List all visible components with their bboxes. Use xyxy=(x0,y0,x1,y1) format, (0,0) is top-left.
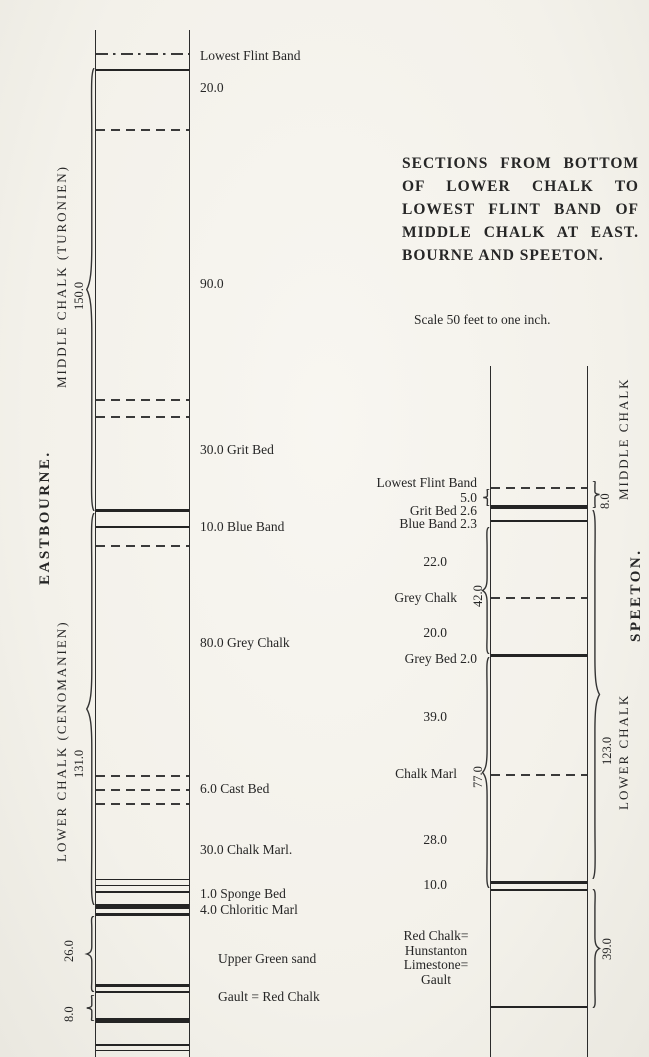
red-chalk-equivalence-line-3: Limestone= xyxy=(403,957,469,972)
blue-band-line-speeton xyxy=(491,520,587,522)
red-chalk-equivalence-line-2: Hunstanton xyxy=(404,942,468,958)
brace-grey-chalk-speeton xyxy=(480,527,490,654)
bed-boundary-line xyxy=(96,69,189,71)
brace-middle-chalk-speeton xyxy=(592,481,602,508)
gault-band-eastbourne xyxy=(96,1018,189,1023)
red-chalk-top-line-speeton xyxy=(491,889,587,891)
eastbourne-column-right-edge xyxy=(189,30,190,1057)
bed-label-grit-bed-speeton: Grit Bed 2.6 xyxy=(409,503,477,518)
red-chalk-base-line-speeton xyxy=(491,1006,587,1008)
bed-boundary-line xyxy=(96,1044,189,1046)
bed-label-22-speeton: 22.0 xyxy=(423,554,447,569)
bed-boundary-line xyxy=(491,597,587,599)
bed-label-blue-band-eastbourne: 10.0 Blue Band xyxy=(200,519,285,534)
sponge-bed-line-eastbourne xyxy=(96,879,189,880)
speeton-column-left-edge xyxy=(490,366,491,1057)
figure-title-line-5: BOURNE AND SPEETON. xyxy=(402,247,604,264)
bed-label-grit-bed-eastbourne: 30.0 Grit Bed xyxy=(200,442,274,457)
figure-title-line-3: LOWEST FLINT BAND OF xyxy=(402,201,639,218)
blue-band-line-eastbourne xyxy=(96,526,189,528)
bed-boundary-line xyxy=(96,991,189,993)
bed-label-chalk-marl-speeton: Chalk Marl xyxy=(395,766,457,781)
brace-greensand-eastbourne xyxy=(84,916,95,992)
figure-title: SECTIONS FROM BOTTOM OF LOWER CHALK TO L… xyxy=(402,152,639,267)
brace-lower-chalk-speeton xyxy=(592,510,602,879)
grey-bed-band-speeton xyxy=(491,654,587,657)
bed-boundary-line xyxy=(96,129,189,131)
chalk-base-line-speeton xyxy=(491,881,587,884)
bed-label-lowest-flint-eastbourne: Lowest Flint Band xyxy=(200,48,301,63)
location-label-speeton: SPEETON. xyxy=(628,548,644,643)
thickness-label-red-chalk-speeton: 39.0 xyxy=(600,938,614,960)
thickness-label-grey-chalk-speeton: 42.0 xyxy=(471,585,485,607)
thickness-label-chalk-marl-speeton: 77.0 xyxy=(471,766,485,788)
sponge-bed-line-eastbourne xyxy=(96,885,189,886)
thickness-label-gault-eastbourne: 8.0 xyxy=(62,1006,76,1022)
lowest-flint-band-line-speeton xyxy=(491,487,587,489)
bed-label-cast-bed-eastbourne: 6.0 Cast Bed xyxy=(200,781,270,796)
bed-label-20-speeton: 20.0 xyxy=(423,625,447,640)
thickness-label-middle-chalk-eastbourne: 150.0 xyxy=(72,281,86,310)
thickness-label-lower-chalk-speeton: 123.0 xyxy=(600,736,614,765)
figure-title-line-1: SECTIONS FROM BOTTOM xyxy=(402,155,639,172)
bed-boundary-line xyxy=(96,399,189,401)
bed-boundary-line xyxy=(96,1050,189,1051)
red-chalk-equivalence-line-1: Red Chalk= xyxy=(403,928,469,943)
bed-label-90-eastbourne: 90.0 xyxy=(200,276,224,291)
chloritic-marl-band-eastbourne xyxy=(96,913,189,916)
location-label-eastbourne: EASTBOURNE. xyxy=(37,450,53,585)
thickness-label-lower-chalk-eastbourne: 131.0 xyxy=(72,749,86,778)
bed-label-gault-eastbourne: Gault = Red Chalk xyxy=(218,989,320,1004)
bed-boundary-line xyxy=(96,775,189,777)
brace-lower-chalk-eastbourne xyxy=(84,513,95,905)
bed-label-chloritic-marl-eastbourne: 4.0 Chloritic Marl xyxy=(200,902,298,917)
formation-label-lower-chalk-eastbourne: LOWER CHALK (CENOMANIEN) xyxy=(54,620,69,862)
formation-label-lower-chalk-speeton: LOWER CHALK xyxy=(616,693,631,810)
figure-title-line-4: MIDDLE CHALK AT EAST. xyxy=(402,224,639,241)
red-chalk-equivalence-label: Red Chalk= Hunstanton Limestone= Gault xyxy=(388,928,484,987)
lowest-flint-band-line-eastbourne xyxy=(96,53,189,55)
chalk-marl-line-speeton xyxy=(491,774,587,776)
sponge-bed-line-eastbourne xyxy=(96,891,189,893)
brace-middle-chalk-eastbourne xyxy=(84,68,95,511)
eastbourne-column-left-edge xyxy=(95,30,96,1057)
brace-chalk-marl-speeton xyxy=(480,657,490,888)
bed-label-grey-chalk-eastbourne: 80.0 Grey Chalk xyxy=(200,635,290,650)
bed-label-28-speeton: 28.0 xyxy=(423,832,447,847)
speeton-column-right-edge xyxy=(587,366,588,1057)
grit-bed-band-speeton xyxy=(491,505,587,509)
bed-label-grey-chalk-speeton: Grey Chalk xyxy=(394,590,457,605)
chloritic-marl-band-eastbourne xyxy=(96,904,189,909)
blue-band-top-line-eastbourne xyxy=(96,509,189,512)
bed-label-39-speeton: 39.0 xyxy=(423,709,447,724)
bed-label-20-eastbourne: 20.0 xyxy=(200,80,224,95)
greensand-base-line-eastbourne xyxy=(96,984,189,987)
scale-note: Scale 50 feet to one inch. xyxy=(414,312,551,327)
brace-gault-eastbourne xyxy=(84,995,95,1021)
bed-label-blue-band-speeton: Blue Band 2.3 xyxy=(399,516,477,531)
bed-label-chalk-marl-eastbourne: 30.0 Chalk Marl. xyxy=(200,842,293,857)
grit-bed-line-eastbourne xyxy=(96,416,189,418)
formation-label-middle-chalk-speeton: MIDDLE CHALK xyxy=(616,377,631,500)
bed-label-sponge-bed-eastbourne: 1.0 Sponge Bed xyxy=(200,886,286,901)
bed-label-lowest-flint-speeton: Lowest Flint Band xyxy=(376,475,478,490)
bed-label-greensand-eastbourne: Upper Green sand xyxy=(218,951,317,966)
cast-bed-line-eastbourne xyxy=(96,789,189,791)
thickness-label-greensand-eastbourne: 26.0 xyxy=(62,940,76,962)
bed-label-10-speeton: 10.0 xyxy=(423,877,447,892)
bed-boundary-line xyxy=(96,545,189,547)
formation-label-middle-chalk-eastbourne: MIDDLE CHALK (TURONIEN) xyxy=(54,165,69,388)
figure-title-line-2: OF LOWER CHALK TO xyxy=(402,178,639,195)
red-chalk-equivalence-line-4: Gault xyxy=(421,971,451,987)
bed-label-grey-bed-speeton: Grey Bed 2.0 xyxy=(404,651,477,666)
thickness-label-middle-chalk-speeton: 8.0 xyxy=(598,493,612,509)
bed-boundary-line xyxy=(96,803,189,805)
brace-red-chalk-speeton xyxy=(592,889,602,1008)
brace-5ft-speeton xyxy=(481,489,490,506)
bed-label-5-speeton: 5.0 xyxy=(460,490,477,505)
